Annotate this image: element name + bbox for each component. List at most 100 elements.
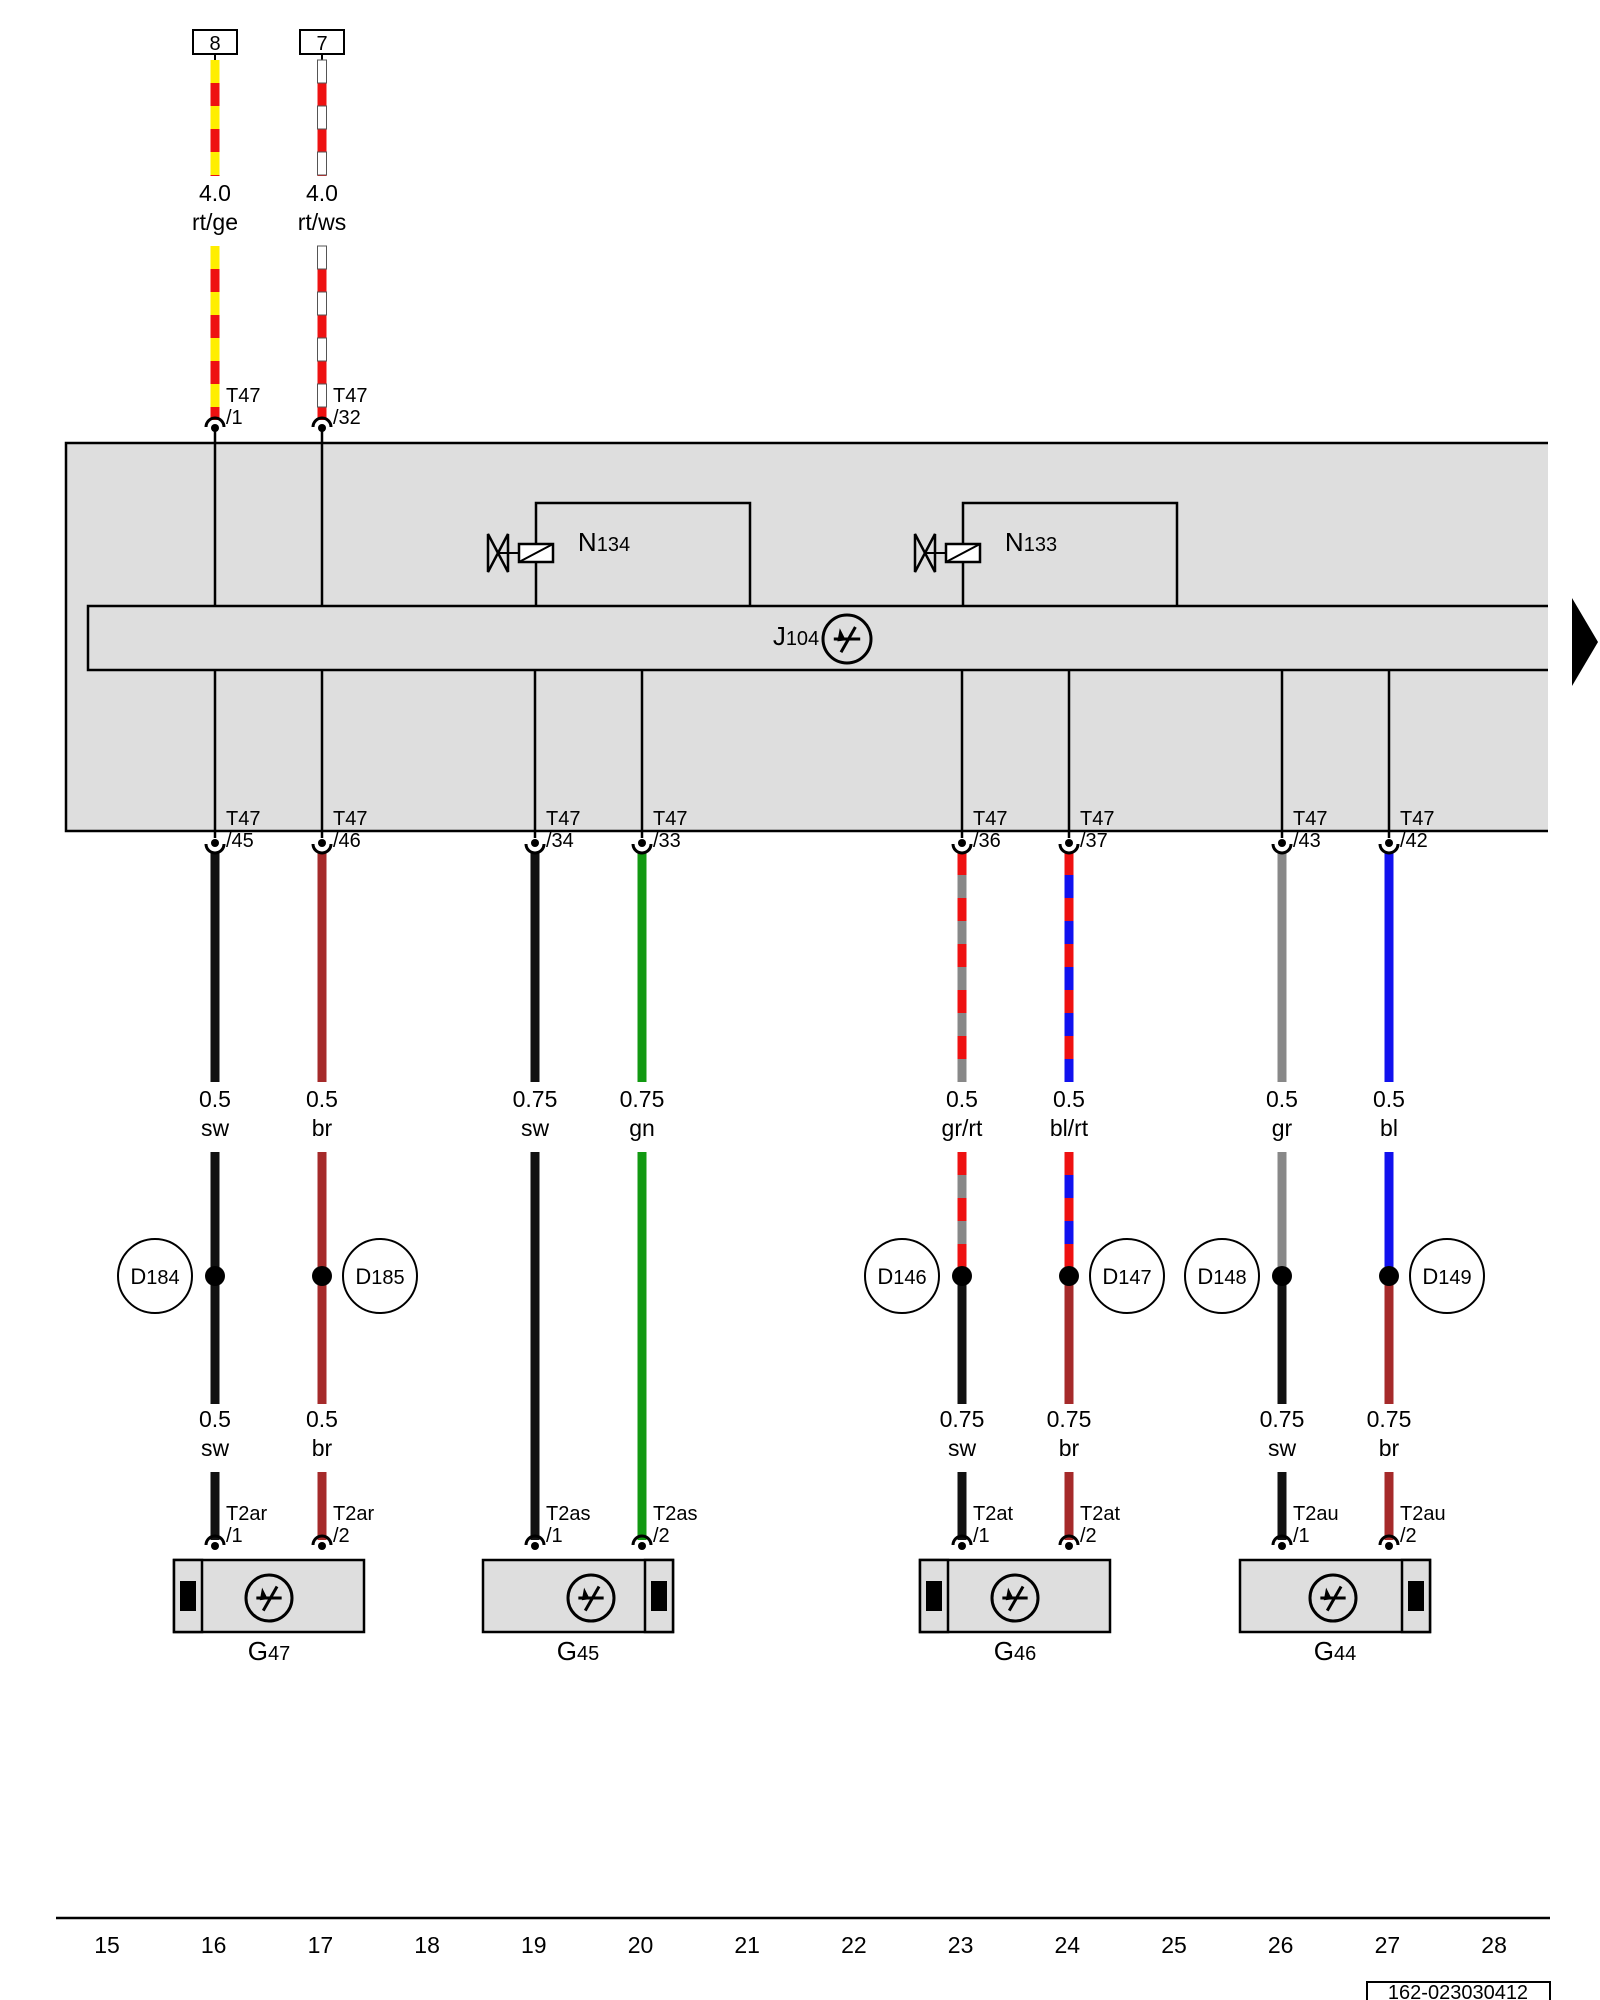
sensor-connector-3-arc	[631, 1534, 653, 1546]
speed-sensor-symbol-icon-d	[1007, 1585, 1025, 1612]
sensor-connector-5-pin: T2at	[1080, 1503, 1120, 1525]
harness-wire-4-stripe	[957, 898, 967, 921]
splice-dot-4	[952, 1266, 972, 1286]
supply-wire-size-1: 4.0	[306, 180, 338, 206]
sensor-connector-0-pin-no: /1	[226, 1525, 243, 1547]
sensor-wire-0	[210, 1276, 220, 1404]
junction-circle-3	[1089, 1238, 1165, 1314]
module-connector-6-dot	[1278, 839, 1286, 847]
module-cut	[1548, 436, 1562, 840]
sensor-wire-5	[1064, 1276, 1074, 1404]
harness-wire-color-7: bl	[1380, 1115, 1398, 1141]
sensor-connector-4-pin: T2at	[973, 1503, 1013, 1525]
harness-wire-mid-4-stripe	[957, 1244, 967, 1267]
sensor-connector-3-pin: T2as	[653, 1503, 697, 1525]
module-connector-7-arc	[1378, 843, 1400, 855]
column-number-17: 17	[308, 1932, 334, 1958]
harness-wire-2	[530, 852, 540, 1082]
module-connector-1-dot	[318, 839, 326, 847]
doc-code-box	[1366, 1981, 1551, 2000]
module-connector-1-pin-no: /46	[333, 830, 361, 852]
module-connector-1-arc	[311, 843, 333, 855]
speed-sensor-symbol-icon	[566, 1573, 616, 1623]
column-number-23: 23	[948, 1932, 974, 1958]
harness-wire-5-stripe	[1064, 944, 1074, 967]
valve-label-N133: N133	[1005, 527, 1057, 557]
sensor-connector-1-pin-no: /2	[333, 1525, 350, 1547]
sensor-connector-4-dot	[958, 1542, 966, 1550]
supply-wire-low-1-stripe	[317, 337, 327, 362]
supply-wire-size-0: 4.0	[199, 180, 231, 206]
harness-wire-size-5: 0.5	[1053, 1086, 1085, 1112]
harness-wire-0	[210, 852, 220, 1082]
module-connector-2-dot	[531, 839, 539, 847]
wire-layer	[210, 54, 1394, 1540]
module-connector-4-pin: T47	[973, 808, 1007, 830]
column-number-25: 25	[1161, 1932, 1187, 1958]
harness-wire-5-stripe	[1064, 990, 1074, 1013]
supply-connector-1-dot	[318, 424, 326, 432]
supply-wire-0-stripe	[210, 106, 220, 129]
supply-wire-low-0-stripe	[210, 338, 220, 361]
harness-wire-3	[637, 852, 647, 1082]
sensor-connector-5-pin-no: /2	[1080, 1525, 1097, 1547]
harness-wire-color-0: sw	[201, 1115, 230, 1141]
sensor-wire-size-7: 0.75	[1367, 1406, 1412, 1432]
module-connector-0-dot	[211, 839, 219, 847]
module-connector-6-pin-no: /43	[1293, 830, 1321, 852]
sensor-connector-6-pin-no: /1	[1293, 1525, 1310, 1547]
supply-wire-1-stripe	[317, 59, 327, 84]
sensor-wire-size-5: 0.75	[1047, 1406, 1092, 1432]
harness-wire-size-7: 0.5	[1373, 1086, 1405, 1112]
harness-wire-size-0: 0.5	[199, 1086, 231, 1112]
module-connector-0-pin-no: /45	[226, 830, 254, 852]
harness-wire-color-4: gr/rt	[942, 1115, 984, 1141]
valve-solenoid-icon	[913, 533, 937, 573]
module-connector-2-arc	[524, 843, 546, 855]
harness-wire-size-4: 0.5	[946, 1086, 978, 1112]
sensor-wire-color-0: sw	[201, 1435, 230, 1461]
harness-wire-direct-2	[530, 1152, 540, 1540]
sensor-wire-1	[317, 1276, 327, 1404]
sensor-plug-pin-G47	[180, 1581, 196, 1611]
speed-sensor-symbol-icon-arrow	[1005, 1587, 1014, 1601]
harness-wire-size-1: 0.5	[306, 1086, 338, 1112]
module-connector-2-pin: T47	[546, 808, 580, 830]
harness-wire-4-stripe	[957, 1036, 967, 1059]
column-number-27: 27	[1375, 1932, 1401, 1958]
module-layer	[64, 436, 1562, 1634]
speed-sensor-symbol-icon	[244, 1573, 294, 1623]
sensor-wire-color-1: br	[312, 1435, 333, 1461]
harness-wire-7	[1384, 852, 1394, 1082]
harness-wire-direct-3	[637, 1152, 647, 1540]
sensor-wire-color-5: br	[1059, 1435, 1080, 1461]
column-number-21: 21	[734, 1932, 760, 1958]
valve-coil-slash-1	[945, 543, 981, 563]
harness-wire-1	[317, 852, 327, 1082]
sensor-connector-3-dot	[638, 1542, 646, 1550]
splice-dot-1	[312, 1266, 332, 1286]
junction-D147: D147	[1102, 1264, 1151, 1289]
supply-connector-1-pin-no: /32	[333, 407, 361, 429]
sensor-connector-1-pin: T2ar	[333, 1503, 374, 1525]
supply-connector-0-dot	[211, 424, 219, 432]
wire-ref-box-1	[299, 29, 345, 55]
column-number-26: 26	[1268, 1932, 1294, 1958]
supply-wire-low-0-stripe	[210, 246, 220, 269]
column-number-18: 18	[414, 1932, 440, 1958]
harness-wire-color-1: br	[312, 1115, 333, 1141]
sensor-connector-4-arc	[951, 1534, 973, 1546]
sensor-connector-1-arc	[311, 1534, 333, 1546]
junction-D146: D146	[877, 1264, 926, 1289]
sensor-wire-low-4	[957, 1472, 967, 1540]
sensor-connector-7-arc	[1378, 1534, 1400, 1546]
harness-wire-mid-4-stripe	[957, 1152, 967, 1175]
supply-wire-1-stripe	[317, 151, 327, 176]
harness-wire-4-stripe	[957, 852, 967, 875]
junction-circle-0	[117, 1238, 193, 1314]
sensor-wire-color-4: sw	[948, 1435, 977, 1461]
harness-wire-mid-6	[1277, 1152, 1287, 1276]
sensor-wire-size-4: 0.75	[940, 1406, 985, 1432]
harness-wire-mid-4-stripe	[957, 1198, 967, 1221]
splice-dot-7	[1379, 1266, 1399, 1286]
